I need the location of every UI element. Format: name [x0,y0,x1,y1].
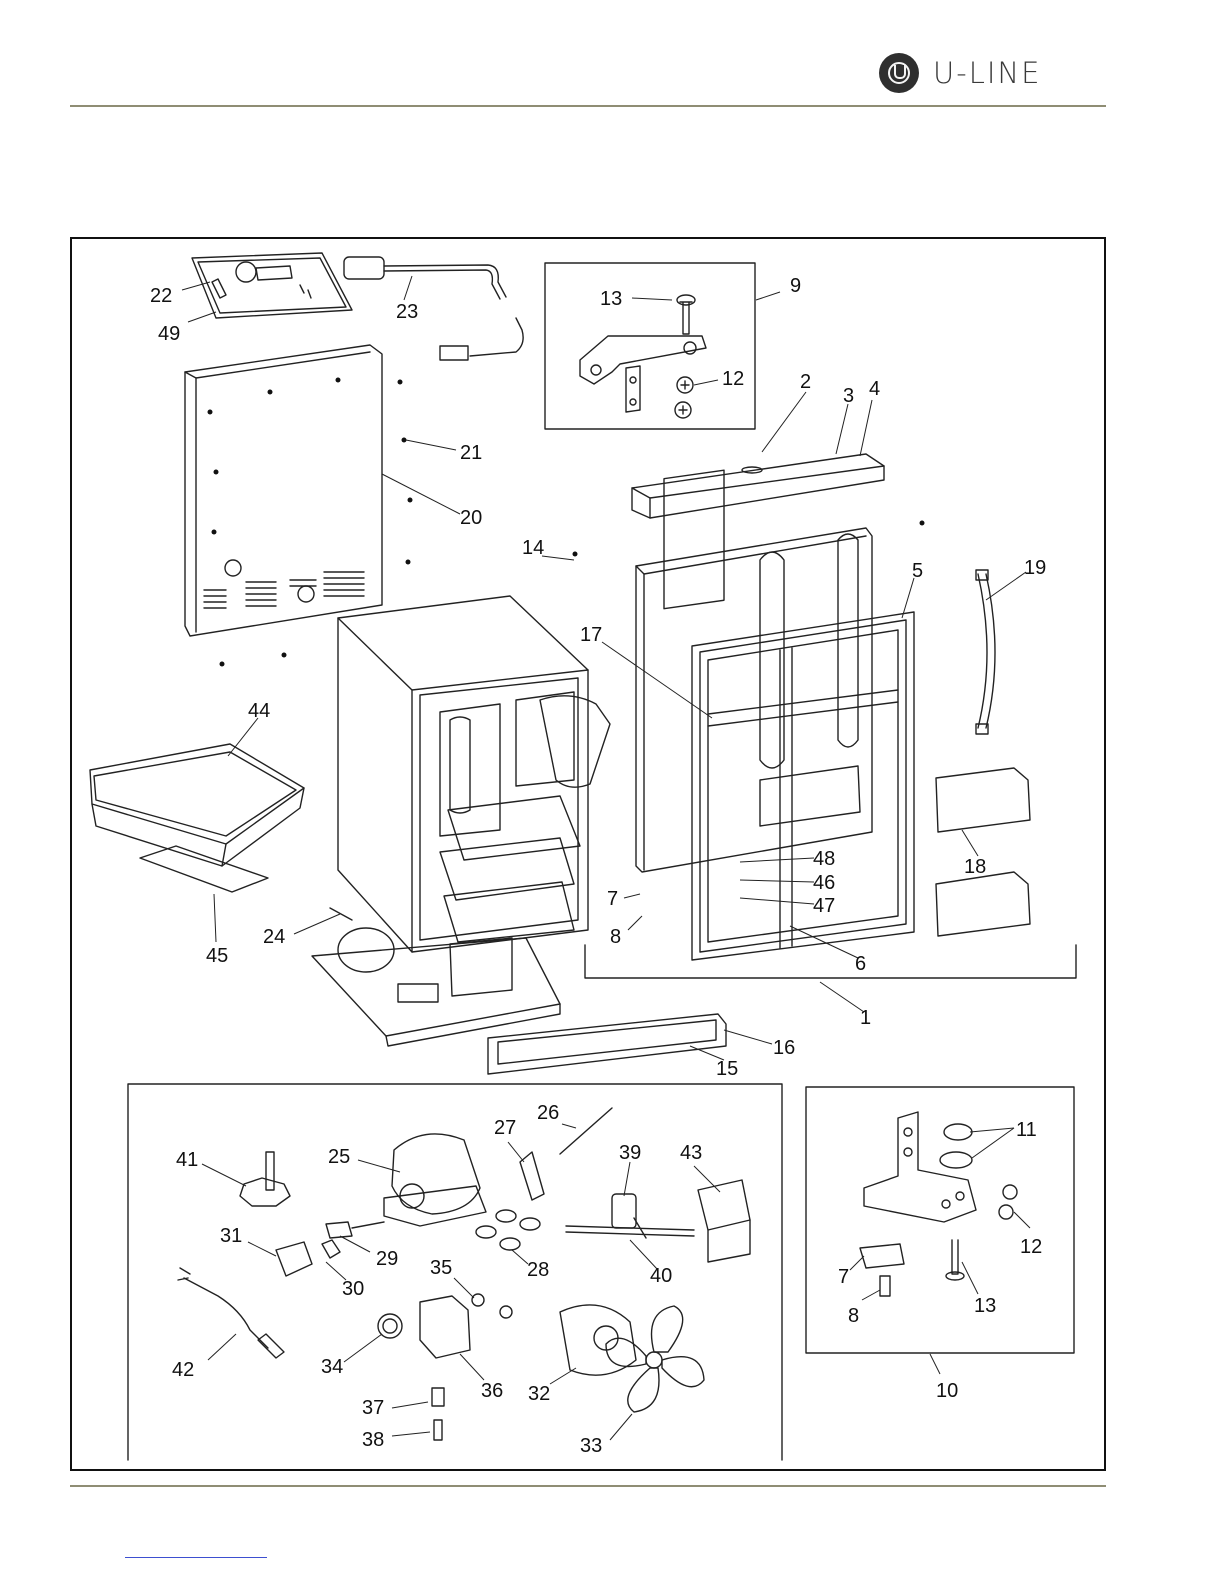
rear-panel-part [185,345,382,636]
callout-49: 49 [158,323,180,345]
callout-29: 29 [376,1248,398,1270]
ice-tray-part [90,744,304,866]
callout-30: 30 [342,1278,364,1300]
callout-45: 45 [206,945,228,967]
kickplate-grille-part [488,1014,726,1074]
door-assembly-bracket [585,945,1076,978]
callout-42: 42 [172,1359,194,1381]
footer-link-underline[interactable] [125,1557,267,1558]
footer-rule [70,1485,1106,1487]
top-hinge-part [580,295,706,418]
callout-7-kit: 7 [838,1266,849,1288]
callout-35: 35 [430,1257,452,1279]
callout-2: 2 [800,371,811,393]
callout-33: 33 [580,1435,602,1457]
callout-23: 23 [396,301,418,323]
light-socket-harness-part [344,257,523,360]
callout-labels: 22 49 23 13 9 12 2 3 4 21 20 14 5 19 17 … [150,275,1046,1457]
ice-maker-motor-part [378,1294,512,1440]
callout-26: 26 [537,1102,559,1124]
callout-25: 25 [328,1146,350,1168]
rear-panel-screws [208,378,925,667]
cabinet-part [312,596,610,1046]
callout-27: 27 [494,1117,516,1139]
callout-13-hinge: 13 [600,288,622,310]
fan-blade-part [606,1306,704,1412]
callout-6: 6 [855,953,866,975]
callout-43: 43 [680,1142,702,1164]
callout-20: 20 [460,507,482,529]
components-inset-box [128,1084,782,1460]
callout-4: 4 [869,378,880,400]
callout-32: 32 [528,1383,550,1405]
callout-15: 15 [716,1058,738,1080]
callout-1: 1 [860,1007,871,1029]
callout-16: 16 [773,1037,795,1059]
callout-34: 34 [321,1356,343,1378]
callout-17: 17 [580,624,602,646]
door-gasket-part [692,612,914,960]
callout-5: 5 [912,560,923,582]
callout-41: 41 [176,1149,198,1171]
callout-28: 28 [527,1259,549,1281]
callout-22: 22 [150,285,172,307]
light-housing-part [192,253,352,318]
door-handle-part [976,570,995,734]
top-trim-part [632,454,884,518]
callout-3: 3 [843,385,854,407]
callout-11: 11 [1016,1119,1037,1141]
callout-36: 36 [481,1380,503,1402]
fan-motor-part [560,1305,636,1375]
door-panel-part [636,470,872,872]
grommets-part [476,1210,540,1250]
callout-47: 47 [813,895,835,917]
overload-part [276,1222,384,1276]
leveling-foot-part [240,1152,290,1206]
callout-31: 31 [220,1225,242,1247]
callout-9: 9 [790,275,801,297]
callout-48: 48 [813,848,835,870]
water-valve-part [566,1194,694,1238]
callout-46: 46 [813,872,835,894]
callout-24: 24 [263,926,285,948]
callout-37: 37 [362,1397,384,1419]
callout-10: 10 [936,1380,958,1402]
callout-14: 14 [522,537,544,559]
callout-40: 40 [650,1265,672,1287]
callout-8-kit: 8 [848,1305,859,1327]
callout-18: 18 [964,856,986,878]
callout-39: 39 [619,1142,641,1164]
hinge-inset-box [545,263,755,429]
callout-44: 44 [248,700,270,722]
callout-38: 38 [362,1429,384,1451]
callout-8-door: 8 [610,926,621,948]
hinge-kit-part [860,1112,1017,1296]
callout-21: 21 [460,442,482,464]
callout-12-hinge: 12 [722,368,744,390]
relay-part [698,1180,750,1262]
callout-7-door: 7 [607,888,618,910]
door-bin-caps-part [936,768,1030,936]
callout-19: 19 [1024,557,1046,579]
capillary-tube-part [560,1108,612,1154]
compressor-part [384,1134,486,1226]
filter-drier-part [520,1152,544,1200]
callout-12-kit: 12 [1020,1236,1042,1258]
power-cord-part [178,1268,284,1358]
callout-13-kit: 13 [974,1295,996,1317]
tray-liner-part [140,846,268,892]
